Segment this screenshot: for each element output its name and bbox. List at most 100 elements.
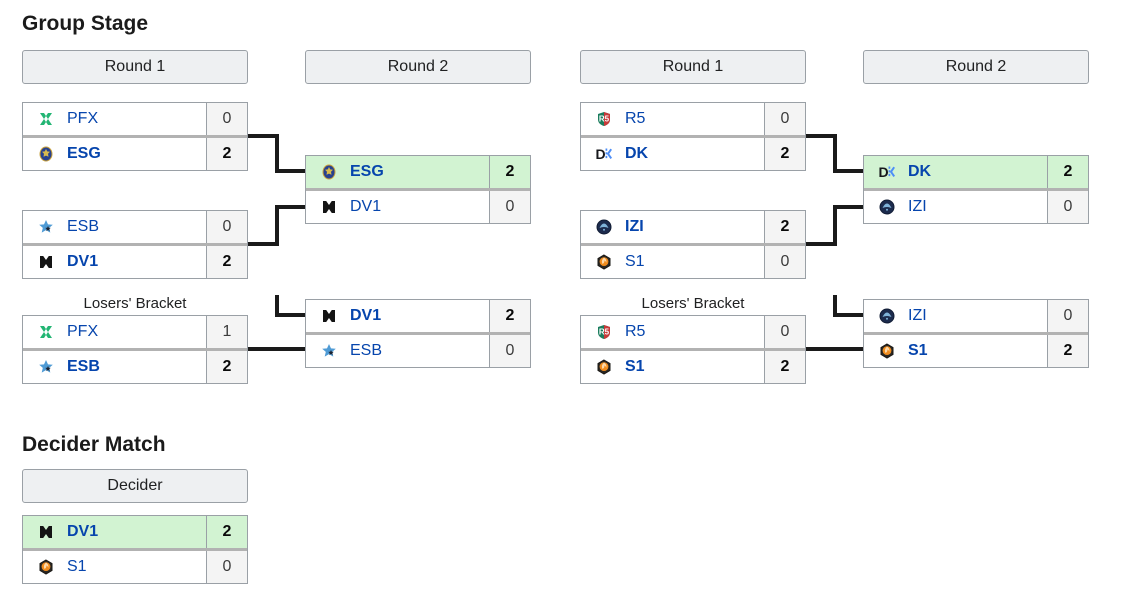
- team-link-s1[interactable]: S1: [908, 342, 928, 359]
- r5-logo-icon: R5: [596, 324, 612, 340]
- esg-logo-icon: [321, 164, 337, 180]
- score-cell: 2: [489, 300, 530, 332]
- izi-logo-icon: [879, 199, 895, 215]
- bracket-connector-line: [806, 134, 837, 138]
- team-row: S1 0: [581, 246, 805, 278]
- dk-logo-icon: D: [879, 164, 895, 180]
- team-row: IZI 0: [864, 191, 1088, 223]
- g1-round1-upper-match: PFX 0 ESG 2: [22, 102, 248, 171]
- team-link-dv1[interactable]: DV1: [350, 307, 382, 324]
- team-row: D DK 2: [864, 156, 1088, 188]
- bracket-connector-line: [275, 205, 305, 209]
- team-link-s1[interactable]: S1: [625, 358, 645, 375]
- g2-round2-losers-match: IZI 0 S1 2: [863, 299, 1089, 368]
- g2-round2-winners-match: D DK 2 IZI 0: [863, 155, 1089, 224]
- score-cell: 0: [206, 103, 247, 135]
- team-link-dk[interactable]: DK: [908, 163, 932, 180]
- team-row: D DK 2: [581, 138, 805, 170]
- esb-logo-icon: [321, 343, 337, 359]
- bracket-connector-line: [275, 295, 279, 317]
- score-cell: 2: [764, 211, 805, 243]
- bracket-connector-line: [833, 134, 837, 173]
- team-link-izi[interactable]: IZI: [625, 218, 644, 235]
- team-link-esb[interactable]: ESB: [67, 358, 100, 375]
- group1-round1-header: Round 1: [22, 50, 248, 84]
- dv1-logo-icon: [321, 308, 337, 324]
- team-link-r5[interactable]: R5: [625, 323, 646, 340]
- izi-logo-icon: [879, 308, 895, 324]
- group-stage-title: Group Stage: [22, 12, 149, 35]
- team-row: DV1 2: [23, 516, 247, 548]
- team-row: PFX 1: [23, 316, 247, 348]
- esb-logo-icon: [38, 219, 54, 235]
- team-link-dk[interactable]: DK: [625, 145, 649, 162]
- team-link-pfx[interactable]: PFX: [67, 323, 99, 340]
- team-row: S1 2: [581, 351, 805, 383]
- team-row: DV1 2: [23, 246, 247, 278]
- team-link-esb[interactable]: ESB: [350, 342, 383, 359]
- esb-logo-icon: [38, 359, 54, 375]
- izi-logo-icon: [596, 219, 612, 235]
- g2-round1-lower-match: IZI 2 S1 0: [580, 210, 806, 279]
- dv1-logo-icon: [38, 524, 54, 540]
- score-cell: 2: [206, 138, 247, 170]
- pfx-logo-icon: [38, 111, 54, 127]
- group1-round2-header: Round 2: [305, 50, 531, 84]
- score-cell: 2: [1047, 335, 1088, 367]
- dv1-logo-icon: [38, 254, 54, 270]
- group2-losers-label: Losers' Bracket: [641, 295, 745, 312]
- bracket-connector-line: [833, 169, 863, 173]
- bracket-connector-line: [275, 205, 279, 246]
- bracket-connector-line: [275, 313, 305, 317]
- dv1-logo-icon: [321, 199, 337, 215]
- score-cell: 0: [764, 246, 805, 278]
- team-link-esg[interactable]: ESG: [350, 163, 384, 180]
- team-row: IZI 2: [581, 211, 805, 243]
- group2-round1-header: Round 1: [580, 50, 806, 84]
- team-row: ESB 2: [23, 351, 247, 383]
- score-cell: 2: [489, 156, 530, 188]
- team-row: R5 R5 0: [581, 316, 805, 348]
- bracket-connector-line: [248, 134, 279, 138]
- team-link-esb[interactable]: ESB: [67, 218, 100, 235]
- score-cell: 2: [764, 351, 805, 383]
- team-link-s1[interactable]: S1: [67, 558, 87, 575]
- team-link-izi[interactable]: IZI: [908, 198, 927, 215]
- team-link-izi[interactable]: IZI: [908, 307, 927, 324]
- bracket-connector-line: [833, 205, 863, 209]
- bracket-connector-line: [806, 347, 863, 351]
- score-cell: 0: [764, 103, 805, 135]
- team-link-r5[interactable]: R5: [625, 110, 646, 127]
- bracket-connector-line: [833, 205, 837, 246]
- team-row: ESG 2: [306, 156, 530, 188]
- team-link-dv1[interactable]: DV1: [67, 253, 99, 270]
- bracket-connector-line: [833, 313, 863, 317]
- score-cell: 2: [206, 351, 247, 383]
- s1-logo-icon: [38, 559, 54, 575]
- team-link-s1[interactable]: S1: [625, 253, 645, 270]
- team-link-dv1[interactable]: DV1: [350, 198, 382, 215]
- team-link-pfx[interactable]: PFX: [67, 110, 99, 127]
- g1-round2-losers-match: DV1 2 ESB 0: [305, 299, 531, 368]
- group2-round2-header: Round 2: [863, 50, 1089, 84]
- s1-logo-icon: [596, 254, 612, 270]
- g1-losers-round1-match: PFX 1 ESB 2: [22, 315, 248, 384]
- team-row: ESB 0: [23, 211, 247, 243]
- score-cell: 2: [1047, 156, 1088, 188]
- team-link-esg[interactable]: ESG: [67, 145, 101, 162]
- svg-text:D: D: [879, 164, 889, 180]
- svg-text:D: D: [596, 146, 606, 162]
- r5-logo-icon: R5: [596, 111, 612, 127]
- g1-round1-lower-match: ESB 0 DV1 2: [22, 210, 248, 279]
- s1-logo-icon: [596, 359, 612, 375]
- bracket-connector-line: [275, 134, 279, 173]
- team-row: IZI 0: [864, 300, 1088, 332]
- decider-match: DV1 2 S1 0: [22, 515, 248, 584]
- team-row: PFX 0: [23, 103, 247, 135]
- score-cell: 0: [489, 335, 530, 367]
- team-link-dv1[interactable]: DV1: [67, 523, 99, 540]
- team-row: DV1 0: [306, 191, 530, 223]
- team-row: ESG 2: [23, 138, 247, 170]
- bracket-connector-line: [248, 347, 305, 351]
